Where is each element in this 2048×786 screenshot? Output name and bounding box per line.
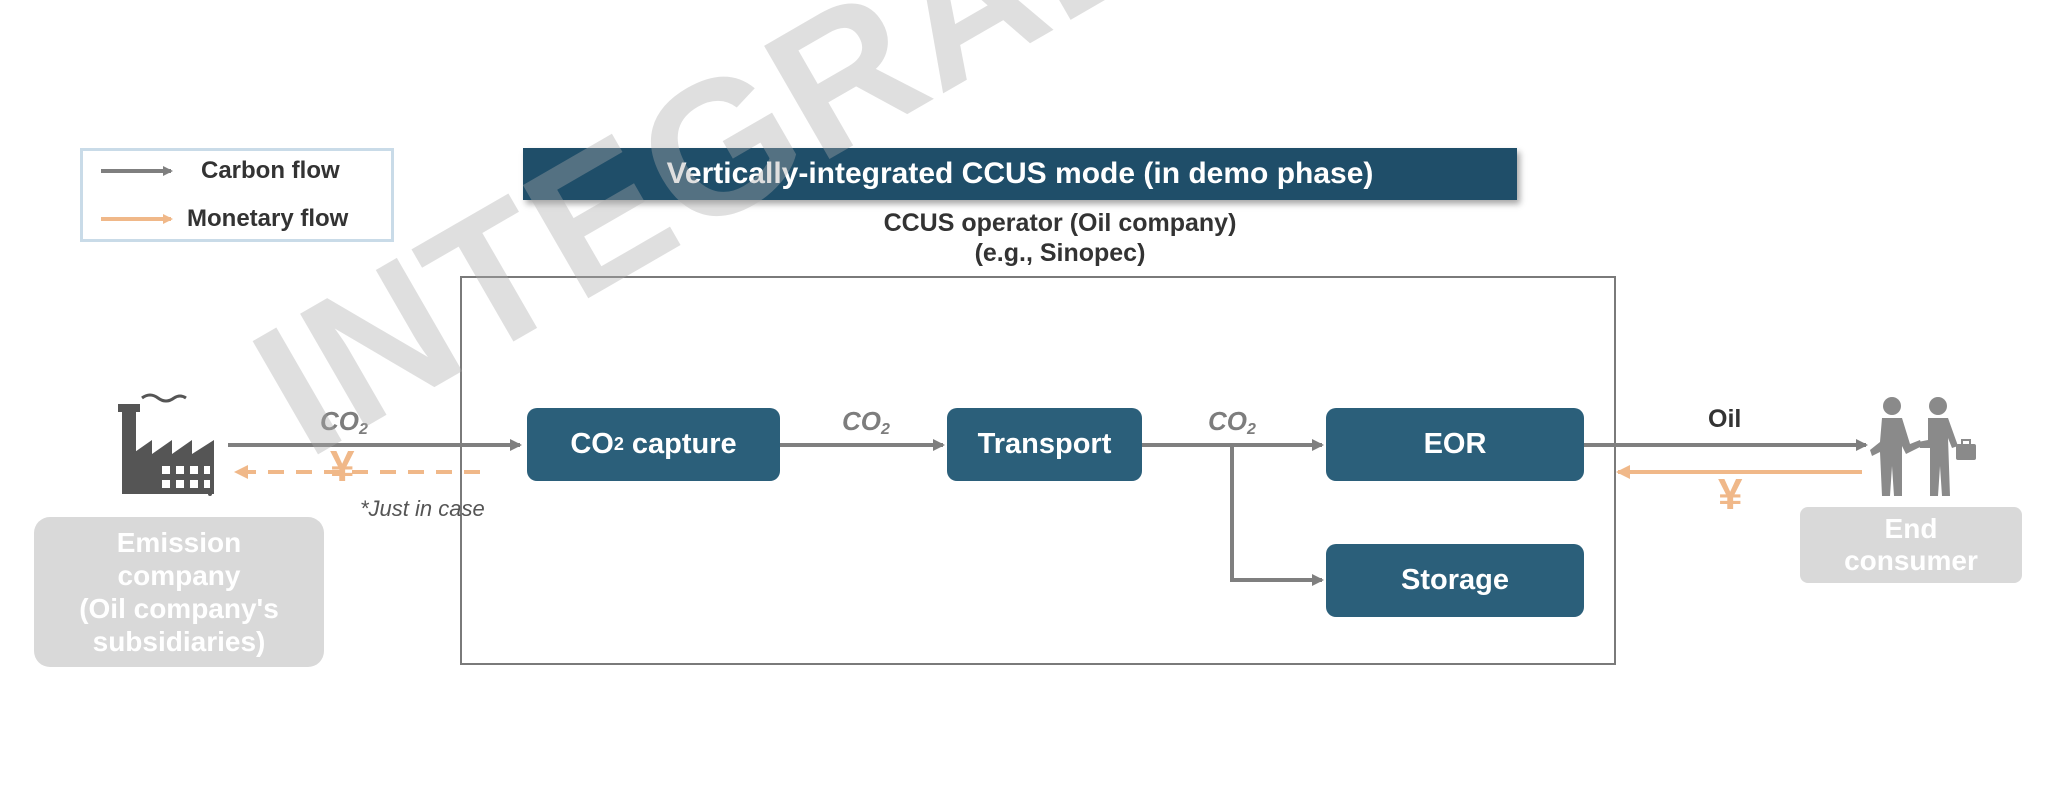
storage-box: Storage [1326,544,1584,617]
co2-label-capture-sub: 2 [881,421,890,438]
operator-label: CCUS operator (Oil company) (e.g., Sinop… [780,208,1340,268]
emission-company-line4: subsidiaries) [92,626,266,657]
co2-label-transport-main: CO [1208,406,1247,436]
yen-label-consumer: ¥ [1718,470,1743,519]
emission-company-box: Emission company (Oil company's subsidia… [34,517,324,667]
transport-box: Transport [947,408,1142,481]
co2-label-emission: CO2 [320,406,368,439]
co2-label-capture-main: CO [842,406,881,436]
handshake-people-icon [1870,397,1976,496]
co2-capture-main: CO [570,428,614,460]
diagram-title: Vertically-integrated CCUS mode (in demo… [523,148,1517,200]
co2-capture-sub: 2 [613,434,624,454]
operator-label-line2: (e.g., Sinopec) [974,239,1146,267]
legend: Carbon flow Monetary flow [80,148,394,242]
factory-icon [118,393,214,496]
yen-label-emission: ¥ [330,442,355,491]
co2-label-capture: CO2 [842,406,890,439]
co2-label-emission-main: CO [320,406,359,436]
end-consumer-line2: consumer [1844,545,1978,576]
co2-label-emission-sub: 2 [359,421,368,438]
oil-label: Oil [1708,405,1742,433]
emission-company-line2: company [117,560,241,591]
legend-monetary-flow-label: Monetary flow [187,205,349,232]
legend-carbon-flow-label: Carbon flow [201,157,340,184]
co2-capture-rest: capture [623,428,737,460]
emission-company-line1: Emission [116,527,242,558]
co2-label-transport-sub: 2 [1247,421,1256,438]
end-consumer-box: End consumer [1800,507,2022,583]
co2-label-transport: CO2 [1208,406,1256,439]
just-in-case-note: *Just in case [360,496,485,521]
emission-company-line3: (Oil company's [79,593,279,624]
legend-arrows [101,166,173,224]
eor-box: EOR [1326,408,1584,481]
end-consumer-line1: End [1884,513,1938,544]
operator-label-line1: CCUS operator (Oil company) [883,209,1237,237]
